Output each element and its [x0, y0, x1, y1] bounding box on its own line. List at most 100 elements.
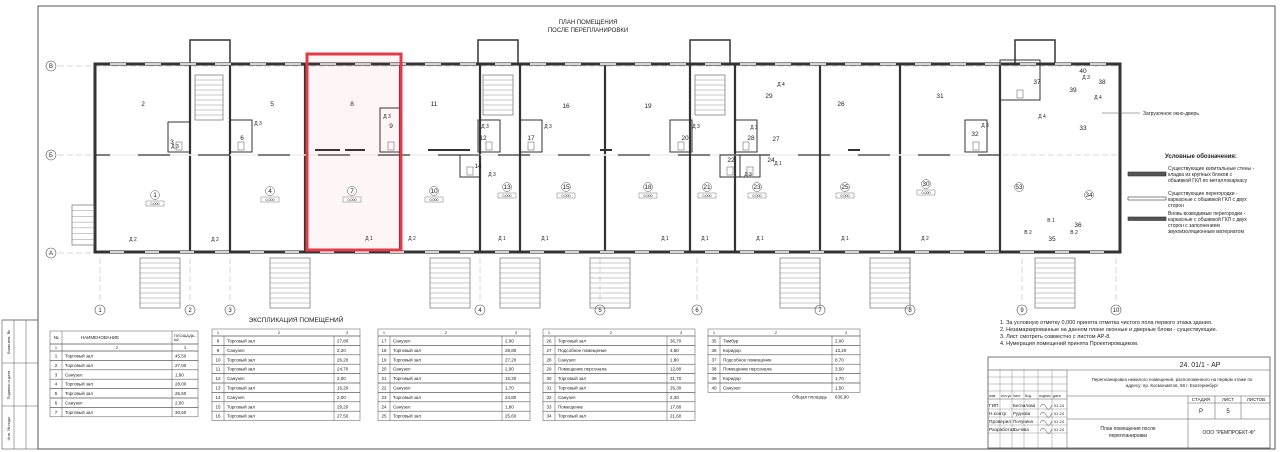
explication-no: 14 [215, 395, 221, 400]
room-number: 10 [430, 188, 438, 195]
wc-room [999, 59, 1041, 101]
axis-bubble-col [184, 304, 196, 316]
explication-area: 2,30 [670, 395, 679, 400]
plan-title-line1: ПЛАН ПОМЕЩЕНИЯ [559, 20, 618, 26]
explication-area: 2,20 [337, 348, 346, 353]
explication-name: Санузел [393, 404, 411, 409]
axis-label-col: 3 [228, 308, 232, 314]
explication-index: 3 [346, 330, 349, 335]
door-label: Д 3 [750, 125, 758, 131]
explication-index: 2 [278, 330, 281, 335]
level-mark: 0,000 [753, 194, 762, 198]
room-number: 37 [1033, 79, 1041, 86]
explication-area: 28,80 [505, 348, 517, 353]
room-number-circle [502, 182, 512, 192]
level-mark: 0,000 [503, 194, 512, 198]
explication-name: Помещение [558, 404, 583, 409]
axis-label-col: 9 [1020, 308, 1024, 314]
door-label: Д 3 [544, 124, 552, 130]
stamp-desc: Перепланировка нежилого помещения, распо… [1092, 377, 1253, 382]
explication-name: Торговый зал [227, 356, 255, 362]
room-number: 6 [240, 135, 244, 142]
explication-area: 17,80 [670, 404, 682, 409]
explication-no: 39 [711, 376, 717, 381]
explication-no: 10 [215, 357, 221, 362]
explication-name: Торговый зал [227, 385, 255, 391]
explication-no: 11 [216, 367, 221, 372]
explication-area: 16,20 [337, 386, 349, 391]
stamp-org: ООО "РЕМПРОЕКТ-Ф" [1203, 430, 1256, 436]
axis-bubble-col [94, 304, 106, 316]
stamp-sheet-no: 5 [1226, 409, 1230, 415]
explication-name: Торговый зал [393, 413, 421, 419]
level-mark-box [638, 192, 658, 199]
level-mark-box [424, 196, 444, 203]
room-number: 35 [1048, 236, 1056, 243]
legend-title: Условные обозначения: [1165, 153, 1237, 160]
vestibule [189, 39, 231, 65]
explication-name: Торговый зал [558, 338, 586, 344]
vestibule [689, 39, 731, 65]
explication-row [542, 410, 696, 421]
signature-mark [1039, 427, 1053, 434]
axis-bubble-col [1016, 304, 1028, 316]
side-label: Инв. № подл. [6, 416, 11, 441]
explication-name: Торговый зал [227, 413, 255, 419]
level-mark: 0,000 [562, 194, 571, 198]
room-number: 13 [503, 184, 511, 191]
explication-no: 34 [546, 414, 552, 419]
room-number: 12 [479, 135, 487, 142]
stamp-name: Беспалова [1013, 403, 1036, 408]
door-label: Д 3 [171, 144, 179, 150]
explication-index-row [377, 328, 531, 337]
door-label: Д 1 [365, 236, 373, 242]
stamp-stage: Р [1199, 409, 1203, 415]
room-number: 24 [767, 157, 775, 164]
side-label: Взам.инв. № [6, 330, 11, 354]
explication-no: 18 [381, 348, 387, 353]
room-number-circle [429, 186, 439, 196]
room-number-circle [840, 182, 850, 192]
room-number-circle [921, 179, 931, 189]
room-number-circle [702, 182, 712, 192]
level-mark: 0,000 [703, 194, 712, 198]
explication-area: 1,70 [835, 376, 844, 381]
toilet-icon [726, 166, 734, 176]
room-number: 14 [474, 163, 482, 170]
explication-name: Санузел [65, 401, 83, 406]
explication-name: Подсобное помещение [558, 348, 607, 353]
axis-label-col: 4 [478, 308, 482, 314]
explication-area: 26,30 [670, 386, 682, 391]
door-label: Д 3 [488, 172, 496, 178]
room-number: 34 [1085, 192, 1093, 199]
explication-no: 25 [381, 414, 387, 419]
axis-label-row: А [49, 251, 53, 257]
room-number: 11 [431, 101, 438, 108]
explication-area: 45,50 [175, 354, 187, 359]
room-number: 4 [268, 188, 272, 195]
room-number-circle [1084, 190, 1094, 200]
explication-area: 2,00 [337, 395, 346, 400]
explication-index: 3 [184, 345, 187, 350]
door-label: Д 1 [841, 236, 849, 242]
explication-index: 1 [383, 330, 386, 335]
explication-no: 9 [217, 348, 220, 353]
explication-name: Торговый зал [558, 413, 586, 419]
plan-title-line2: ПОСЛЕ ПЕРЕПЛАНИРОВКИ [548, 28, 628, 34]
explication-area: 1,80 [175, 372, 184, 377]
explication-area: 25,50 [175, 391, 187, 396]
stamp-date: 01.24 [1054, 403, 1065, 408]
vestibule [477, 39, 519, 65]
door-label: Д 3 [744, 172, 752, 178]
axis-label-col: 6 [695, 308, 699, 314]
explication-no: 40 [711, 386, 717, 391]
axis-bubble-col [691, 304, 703, 316]
stamp-head: №д. [1025, 394, 1032, 398]
room-number: 33 [1079, 125, 1087, 132]
explication-index: 1 [548, 330, 551, 335]
legend-text: каркасные с обшивкой ГКЛ с двух [1168, 216, 1247, 223]
toilet-icon [485, 141, 493, 151]
explication-row [49, 407, 199, 418]
explication-index-row [707, 328, 861, 337]
